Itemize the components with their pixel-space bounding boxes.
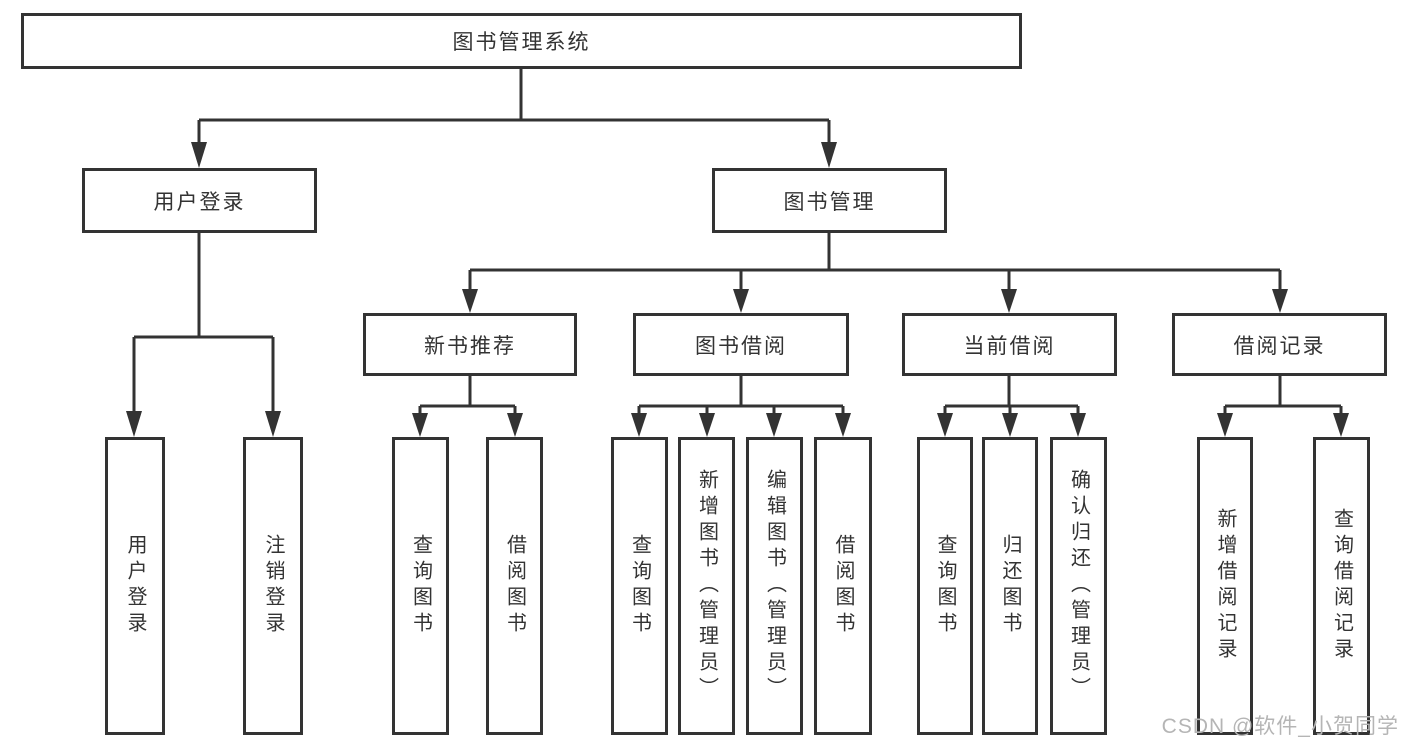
leaf-add-book-admin-label: 新增图书（管理员） — [695, 469, 718, 703]
node-user-login-label: 用户登录 — [153, 190, 246, 214]
leaf-edit-book-admin-label: 编辑图书（管理员） — [763, 469, 786, 703]
leaf-query-books-recommend-label: 查询图书 — [409, 534, 432, 638]
leaf-query-books-current-label: 查询图书 — [934, 534, 956, 638]
leaf-edit-book-admin: 编辑图书（管理员） — [746, 437, 803, 735]
leaf-add-book-admin: 新增图书（管理员） — [678, 437, 735, 735]
leaf-logout-label: 注销登录 — [262, 534, 284, 638]
node-new-book-recommend-label: 新书推荐 — [424, 334, 516, 358]
leaf-borrow-books: 借阅图书 — [814, 437, 872, 735]
watermark: CSDN @软件_小贺同学 — [1161, 715, 1399, 738]
node-book-management-label: 图书管理 — [783, 190, 876, 214]
leaf-user-login: 用户登录 — [105, 437, 165, 735]
node-new-book-recommend: 新书推荐 — [363, 313, 577, 376]
leaf-return-book-label: 归还图书 — [999, 534, 1021, 638]
node-root: 图书管理系统 — [21, 13, 1022, 69]
leaf-query-books-borrow: 查询图书 — [611, 437, 668, 735]
leaf-add-borrow-record-label: 新增借阅记录 — [1214, 508, 1236, 664]
node-current-borrow-label: 当前借阅 — [963, 334, 1056, 358]
node-book-management: 图书管理 — [712, 168, 947, 233]
node-book-borrow: 图书借阅 — [633, 313, 849, 376]
leaf-query-borrow-record-label: 查询借阅记录 — [1330, 508, 1353, 664]
leaf-user-login-label: 用户登录 — [124, 534, 146, 638]
leaf-query-books-borrow-label: 查询图书 — [628, 534, 651, 638]
node-borrow-records: 借阅记录 — [1172, 313, 1387, 376]
node-user-login: 用户登录 — [82, 168, 317, 233]
leaf-confirm-return-admin-label: 确认归还（管理员） — [1067, 469, 1090, 703]
leaf-query-borrow-record: 查询借阅记录 — [1313, 437, 1370, 735]
node-book-borrow-label: 图书借阅 — [695, 334, 787, 358]
leaf-logout: 注销登录 — [243, 437, 303, 735]
node-borrow-records-label: 借阅记录 — [1233, 334, 1326, 358]
leaf-borrow-books-label: 借阅图书 — [832, 534, 854, 638]
leaf-borrow-books-recommend: 借阅图书 — [486, 437, 543, 735]
leaf-query-books-recommend: 查询图书 — [392, 437, 449, 735]
node-root-label: 图书管理系统 — [452, 31, 591, 54]
leaf-borrow-books-recommend-label: 借阅图书 — [503, 534, 526, 638]
leaf-confirm-return-admin: 确认归还（管理员） — [1050, 437, 1107, 735]
leaf-return-book: 归还图书 — [982, 437, 1038, 735]
leaf-add-borrow-record: 新增借阅记录 — [1197, 437, 1253, 735]
node-current-borrow: 当前借阅 — [902, 313, 1117, 376]
leaf-query-books-current: 查询图书 — [917, 437, 973, 735]
